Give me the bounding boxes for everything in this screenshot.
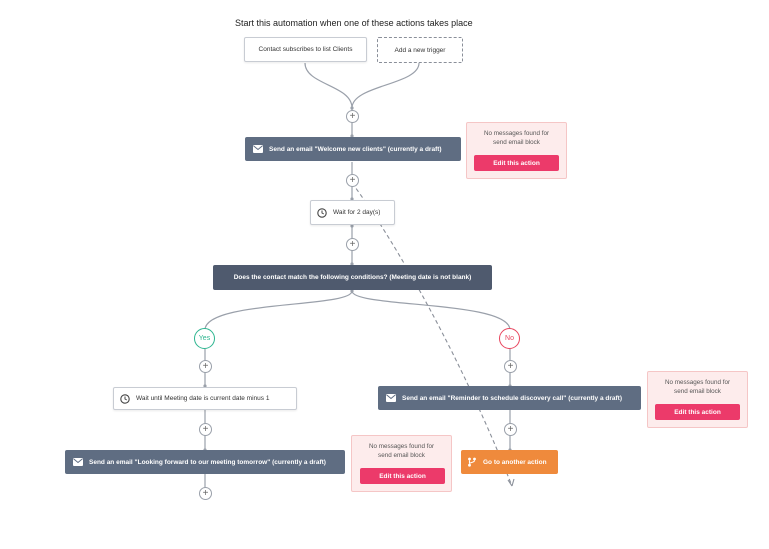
step-label: Send an email "Welcome new clients" (cur… — [269, 145, 442, 153]
warning-line1: No messages found for — [483, 130, 550, 137]
step-label: Wait for 2 day(s) — [333, 209, 381, 216]
add-trigger-button[interactable]: Add a new trigger — [377, 37, 463, 63]
branch-icon — [467, 457, 477, 467]
step-label: Wait until Meeting date is current date … — [136, 395, 270, 402]
page-title: Start this automation when one of these … — [235, 18, 473, 28]
add-step-button[interactable]: + — [199, 487, 212, 500]
add-step-button[interactable]: + — [504, 423, 517, 436]
warning-line2: send email block — [378, 452, 425, 459]
edit-action-button[interactable]: Edit this action — [360, 468, 445, 484]
warning-line1: No messages found for — [664, 379, 731, 386]
clock-icon — [120, 393, 130, 404]
step-label: Send an email "Looking forward to our me… — [89, 458, 326, 466]
clock-icon — [317, 207, 327, 218]
step-wait-until[interactable]: Wait until Meeting date is current date … — [113, 387, 297, 410]
trigger-subscribes-list[interactable]: Contact subscribes to list Clients — [244, 37, 367, 62]
branch-no-badge: No — [499, 328, 520, 349]
step-wait-days[interactable]: Wait for 2 day(s) — [310, 200, 395, 225]
warning-line2: send email block — [674, 388, 721, 395]
add-step-button[interactable]: + — [346, 238, 359, 251]
step-send-email-reminder[interactable]: Send an email "Reminder to schedule disc… — [378, 386, 641, 410]
envelope-icon — [253, 145, 263, 153]
step-go-to-action[interactable]: Go to another action — [461, 450, 558, 474]
branch-yes-badge: Yes — [194, 328, 215, 349]
warning-line2: send email block — [493, 139, 540, 146]
step-label: Go to another action — [483, 458, 547, 466]
edit-action-button[interactable]: Edit this action — [474, 155, 559, 171]
add-step-button[interactable]: + — [346, 110, 359, 123]
add-step-button[interactable]: + — [346, 174, 359, 187]
step-label: Send an email "Reminder to schedule disc… — [402, 394, 623, 402]
step-send-email-welcome[interactable]: Send an email "Welcome new clients" (cur… — [245, 137, 461, 161]
add-step-button[interactable]: + — [199, 423, 212, 436]
condition-block[interactable]: Does the contact match the following con… — [213, 265, 492, 290]
step-send-email-looking-forward[interactable]: Send an email "Looking forward to our me… — [65, 450, 345, 474]
edit-action-button[interactable]: Edit this action — [655, 404, 740, 420]
add-step-button[interactable]: + — [504, 360, 517, 373]
envelope-icon — [386, 394, 396, 402]
envelope-icon — [73, 458, 83, 466]
add-step-button[interactable]: + — [199, 360, 212, 373]
warning-line1: No messages found for — [368, 443, 435, 450]
